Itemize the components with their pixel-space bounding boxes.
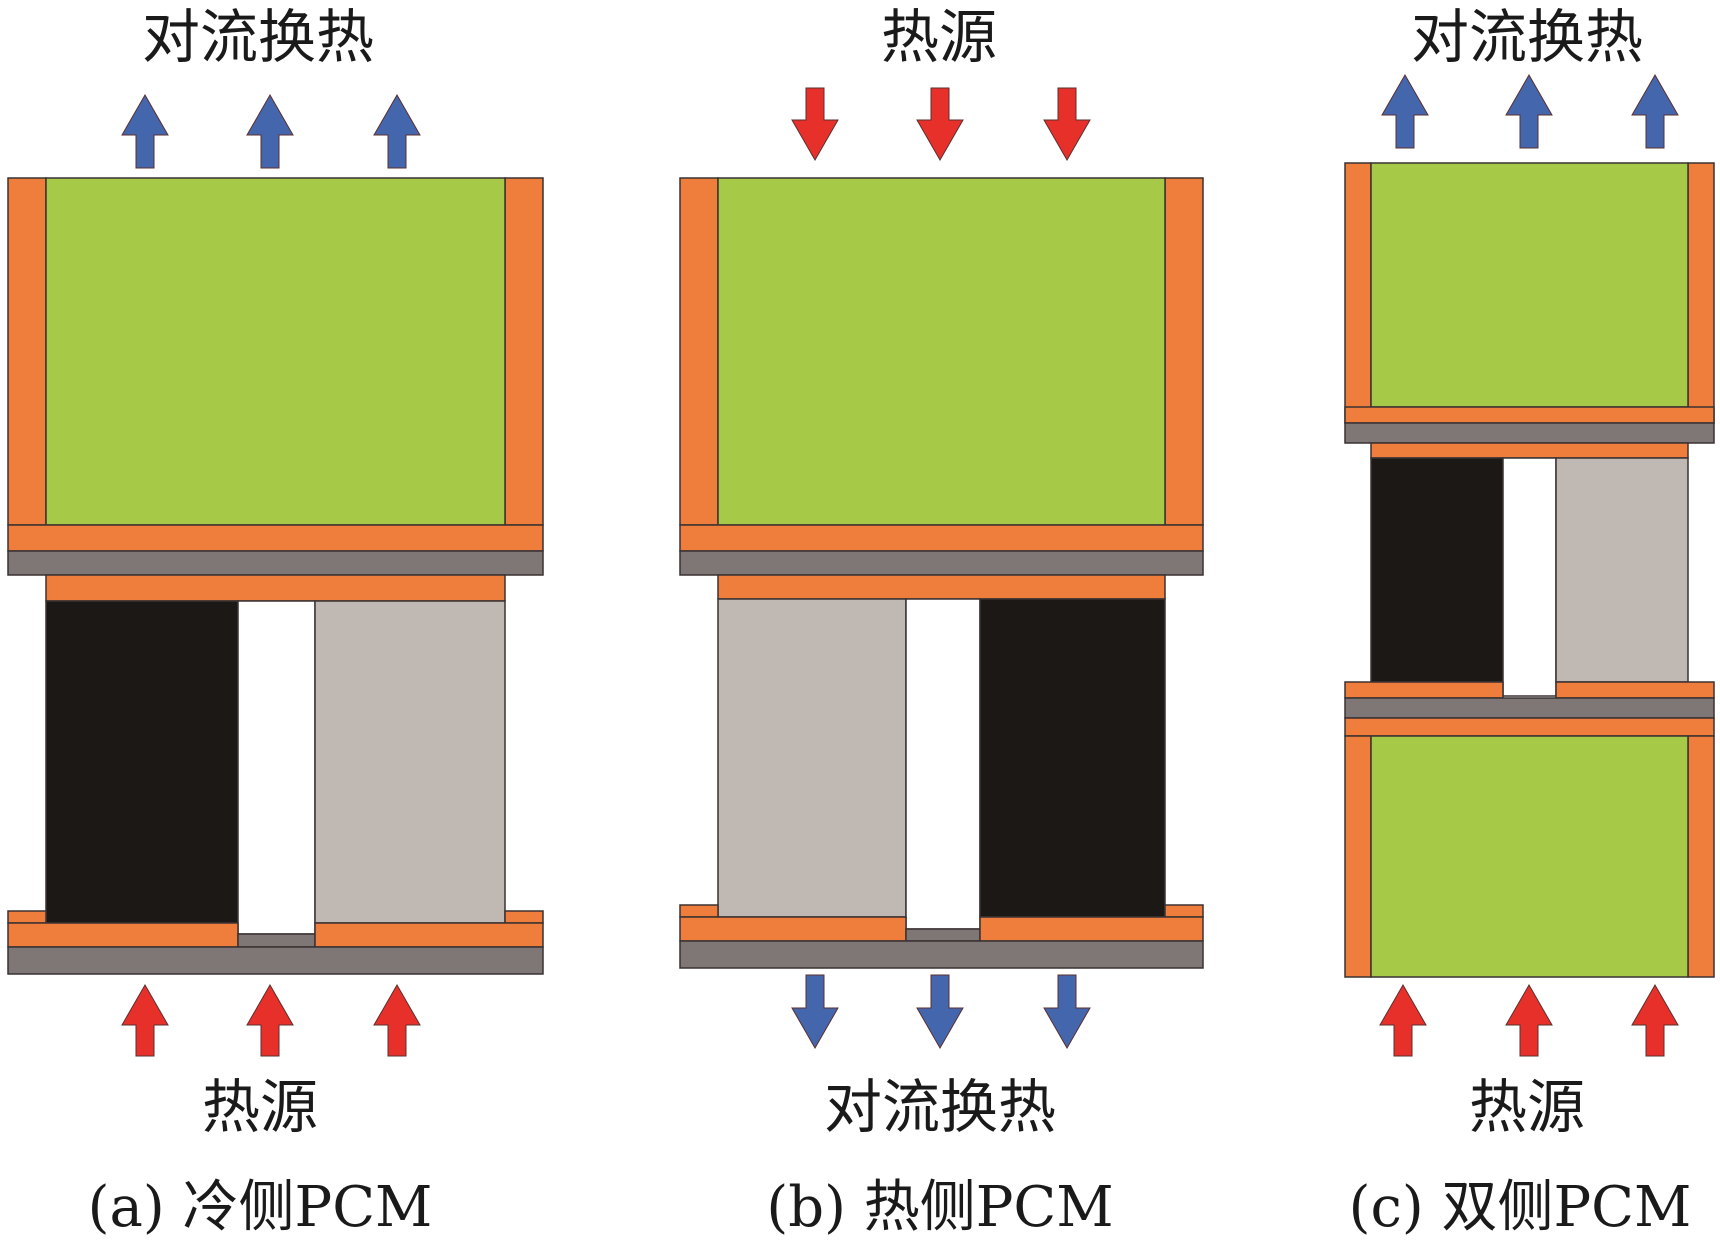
panel-b-teg-top-strip	[717, 574, 1166, 600]
panel-b-bottom-arrow-2	[916, 974, 964, 1050]
panel-b-teg-n-leg	[979, 598, 1166, 918]
caption-c-text: 双侧PCM	[1441, 1175, 1692, 1240]
panel-c-lower-pcm-right-wall	[1687, 735, 1715, 978]
panel-c-teg-gap	[1502, 457, 1557, 697]
panel-a-pcm-container-left-wall	[7, 177, 47, 526]
panel-c-upper-pcm-floor	[1344, 406, 1715, 424]
panel-c-lower-pcm-left-wall	[1344, 735, 1372, 978]
panel-b-pcm-container-floor	[679, 524, 1204, 552]
panel-b-top-arrow-1	[791, 87, 839, 162]
panel-b-pcm-container-right-wall	[1164, 177, 1204, 526]
panel-c-top-arrow-2	[1505, 73, 1553, 149]
panel-c-upper-plate	[1344, 422, 1715, 444]
panel-b-top-label: 热源	[880, 3, 997, 71]
caption-c-tag: (c)	[1348, 1175, 1424, 1240]
panel-a-teg-top-strip	[45, 574, 506, 602]
panel-b-teg-gap	[905, 598, 981, 930]
caption-a: (a) 冷侧PCM	[60, 1180, 460, 1236]
panel-a-bottom-electrode-left	[7, 910, 47, 924]
panel-b-bottom-electrode-right	[1164, 904, 1204, 918]
panel-c-teg-p-leg	[1555, 457, 1689, 683]
panel-c-bottom-electrode-right	[1555, 681, 1715, 699]
panel-c-lower-pcm-fill	[1370, 735, 1689, 978]
panel-a-bottom-label: 热源	[201, 1073, 318, 1141]
panel-a-bottom-arrow-3	[373, 983, 421, 1057]
panel-a-pcm-container-right-wall	[504, 177, 544, 526]
panel-a-teg-n-leg	[45, 600, 239, 924]
panel-a-bottom-copper-right	[314, 922, 544, 948]
panel-a-bottom-arrow-2	[246, 983, 294, 1057]
panel-c-bottom-arrow-3	[1631, 983, 1679, 1057]
panel-a-bottom-copper-mid	[237, 933, 316, 948]
panel-a-teg-gap	[237, 600, 316, 935]
panel-b-top-arrow-3	[1043, 87, 1091, 162]
panel-b-bottom-electrode-left	[679, 904, 719, 918]
panel-a-teg-p-leg	[314, 600, 506, 924]
panel-b-base-plate-top	[679, 550, 1204, 576]
caption-b-tag: (b)	[766, 1175, 846, 1240]
panel-c-bottom-arrow-2	[1505, 983, 1553, 1057]
panel-c-top-arrow-1	[1381, 73, 1429, 149]
panel-c-bottom-arrow-1	[1379, 983, 1427, 1057]
panel-b-bottom-arrow-1	[791, 974, 839, 1050]
panel-c-lower-pcm-top	[1344, 717, 1715, 737]
panel-a-top-arrow-1	[121, 93, 169, 169]
panel-b-bottom-label: 对流换热	[823, 1073, 1056, 1141]
caption-a-tag: (a)	[87, 1175, 165, 1240]
caption-b: (b) 热侧PCM	[740, 1180, 1140, 1236]
panel-b-bottom-arrow-3	[1043, 974, 1091, 1050]
caption-c: (c) 双侧PCM	[1320, 1180, 1720, 1236]
panel-a-pcm-fill	[45, 177, 506, 526]
panel-a-pcm-container-floor	[7, 524, 544, 552]
caption-a-text: 冷侧PCM	[182, 1175, 433, 1240]
panel-a-top-arrow-3	[373, 93, 421, 169]
panel-c-top-arrow-3	[1631, 73, 1679, 149]
panel-c-upper-pcm-fill	[1370, 162, 1689, 408]
panel-c-upper-pcm-right-wall	[1687, 162, 1715, 424]
panel-a-bottom-arrow-1	[121, 983, 169, 1057]
panel-a-bottom-electrode-right	[504, 910, 544, 924]
panel-b-bottom-copper-left	[679, 916, 907, 942]
panel-c-upper-pcm-left-wall	[1344, 162, 1372, 424]
caption-b-text: 热侧PCM	[863, 1175, 1114, 1240]
panel-c-bottom-electrode-left	[1344, 681, 1504, 699]
panel-c-bottom-label: 热源	[1468, 1073, 1585, 1141]
panel-c-middle-plate	[1344, 697, 1715, 719]
panel-a-top-arrow-2	[246, 93, 294, 169]
panel-c-teg-n-leg	[1370, 457, 1504, 683]
panel-b-top-arrow-2	[916, 87, 964, 162]
panel-c-teg-top-strip	[1370, 442, 1689, 459]
panel-b-bottom-copper-mid	[905, 928, 981, 942]
panel-c-top-label: 对流换热	[1410, 3, 1643, 71]
panel-a-top-label: 对流换热	[141, 3, 374, 71]
panel-a-bottom-copper-left	[7, 922, 239, 948]
panel-b-teg-p-leg	[717, 598, 907, 918]
panel-a-base-plate-bottom	[7, 946, 544, 975]
panel-b-bottom-copper-right	[979, 916, 1204, 942]
panel-a-base-plate-top	[7, 550, 544, 576]
panel-b-pcm-fill	[717, 177, 1166, 526]
panel-b-base-plate-bottom	[679, 940, 1204, 969]
panel-b-pcm-container-left-wall	[679, 177, 719, 526]
